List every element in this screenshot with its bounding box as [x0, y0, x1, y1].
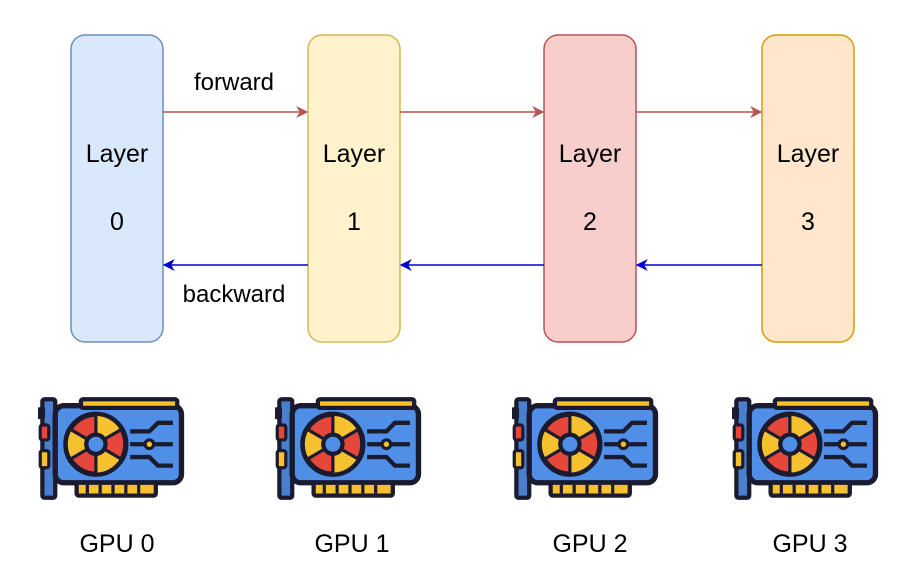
layer-index: 0	[110, 208, 124, 236]
layer-index: 3	[801, 208, 815, 236]
layer-title: Layer	[323, 140, 386, 168]
layer-title: Layer	[86, 140, 149, 168]
graphics-card-icon	[275, 399, 418, 497]
layer-box-0: Layer 0	[70, 34, 164, 343]
graphics-card-icon	[38, 399, 181, 497]
graphics-card-icon	[512, 399, 655, 497]
gpu-label-3: GPU 3	[772, 530, 847, 558]
gpu-label-2: GPU 2	[552, 530, 627, 558]
layer-box-2: Layer 2	[543, 34, 637, 343]
gpu-label-1: GPU 1	[314, 530, 389, 558]
graphics-card-icon	[732, 399, 875, 497]
forward-label: forward	[194, 69, 274, 96]
layer-box-3: Layer 3	[761, 34, 855, 343]
layer-title: Layer	[777, 140, 840, 168]
layer-index: 1	[347, 208, 361, 236]
layer-title: Layer	[559, 140, 622, 168]
layer-index: 2	[583, 208, 597, 236]
backward-label: backward	[183, 281, 286, 308]
gpu-label-0: GPU 0	[79, 530, 154, 558]
layer-box-1: Layer 1	[307, 34, 401, 343]
